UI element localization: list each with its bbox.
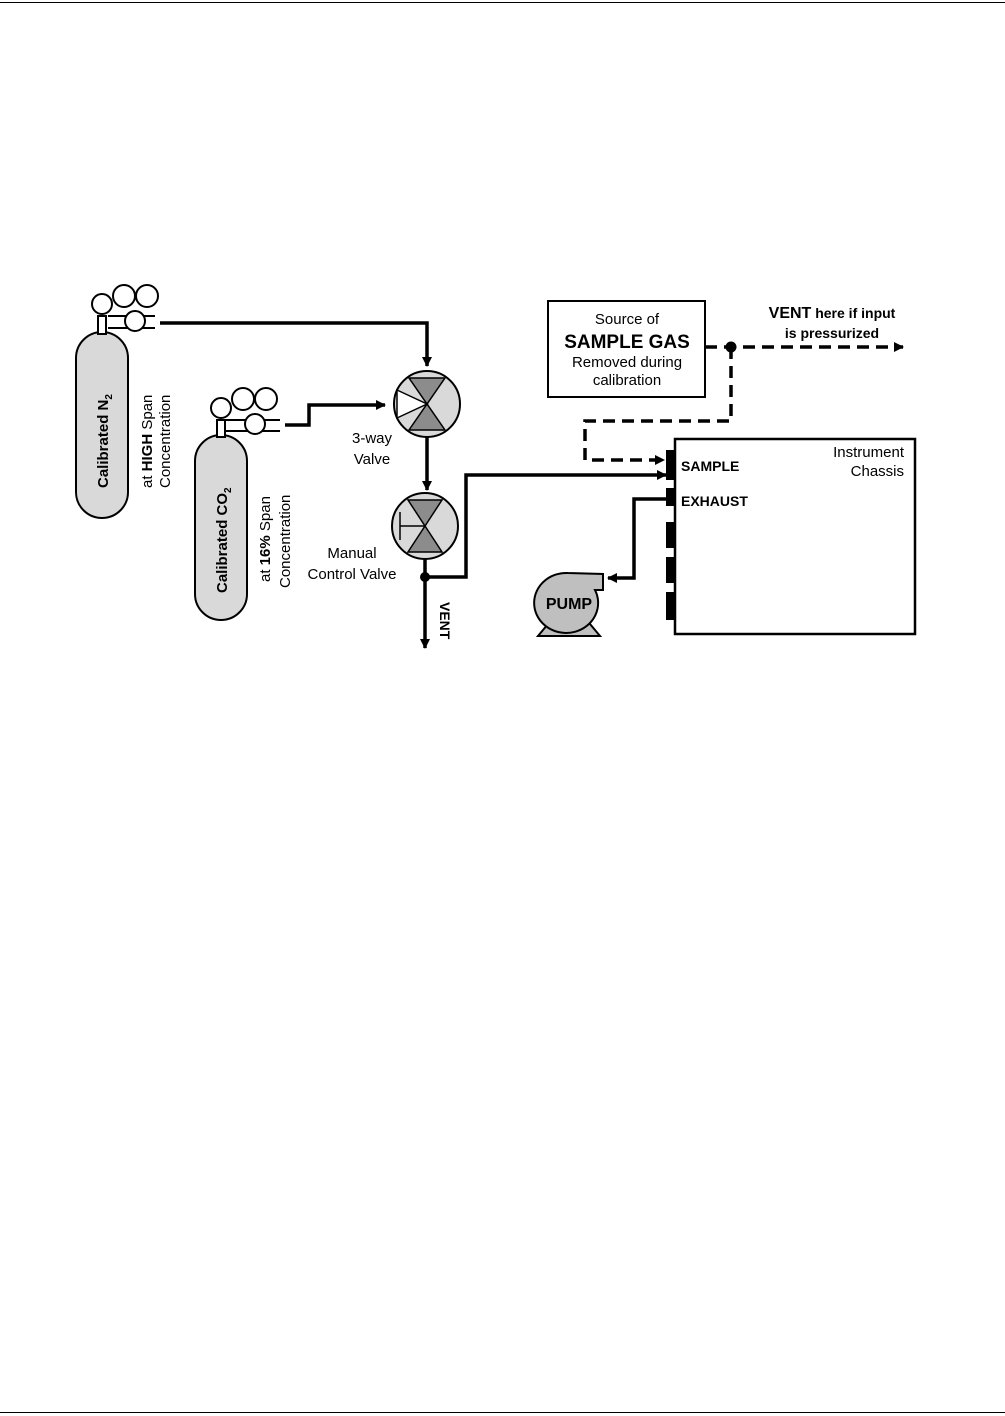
co2-cylinder-label: Calibrated CO2 bbox=[214, 487, 234, 593]
source-box-line2: SAMPLE GAS bbox=[564, 332, 690, 353]
n2-cylinder-label: Calibrated N2 bbox=[95, 394, 115, 488]
source-box-line3: Removed during bbox=[572, 354, 682, 371]
page-top-rule bbox=[0, 2, 1005, 3]
pump bbox=[533, 571, 604, 637]
n2-span-prefix: at bbox=[139, 471, 156, 488]
instrument-title-line2: Chassis bbox=[851, 463, 904, 480]
n2-subscript: 2 bbox=[104, 394, 115, 400]
co2-name: Calibrated CO bbox=[214, 493, 231, 593]
three-way-valve-label-line2: Valve bbox=[354, 451, 390, 468]
rear-panel-fittings bbox=[666, 450, 674, 620]
sample-gas-to-instrument-dashed-line bbox=[583, 347, 733, 465]
manual-valve-label-line1: Manual bbox=[327, 545, 376, 562]
three-way-valve-label-line1: 3-way bbox=[352, 430, 393, 447]
three-way-valve bbox=[393, 370, 461, 438]
co2-span-line2: Concentration bbox=[277, 495, 294, 588]
instrument-chassis bbox=[673, 437, 917, 636]
source-box-line4: calibration bbox=[593, 372, 661, 389]
co2-span-suffix: Span bbox=[257, 496, 274, 535]
co2-span-bold: 16% bbox=[257, 535, 274, 565]
manual-control-valve bbox=[391, 492, 459, 560]
co2-cylinder bbox=[194, 387, 280, 621]
exhaust-to-pump-line bbox=[607, 497, 666, 583]
co2-subscript: 2 bbox=[223, 487, 234, 493]
n2-span-line1: at HIGH Span bbox=[139, 395, 156, 488]
cal-gas-to-sample-line bbox=[425, 470, 667, 579]
n2-span-suffix: Span bbox=[139, 395, 156, 434]
page-bottom-rule bbox=[0, 1412, 1005, 1413]
co2-span-prefix: at bbox=[257, 565, 274, 582]
pump-label: PUMP bbox=[546, 596, 593, 613]
source-box-line1: Source of bbox=[595, 311, 660, 328]
co2-gas-line bbox=[285, 400, 386, 427]
n2-span-bold: HIGH bbox=[139, 434, 156, 472]
n2-span-line2: Concentration bbox=[157, 395, 174, 488]
n2-gas-line bbox=[160, 321, 432, 367]
vent-note-bold: VENT bbox=[769, 305, 812, 322]
n2-name: Calibrated N bbox=[95, 400, 112, 488]
vent-note-line1: VENT here if input bbox=[769, 305, 896, 322]
sample-gas-source-box bbox=[547, 300, 706, 398]
n2-cylinder bbox=[75, 284, 159, 519]
sample-port-label: SAMPLE bbox=[681, 458, 739, 474]
co2-span-line1: at 16% Span bbox=[257, 496, 274, 582]
vent-note-rest: here if input bbox=[811, 305, 895, 321]
manual-valve-label-line2: Control Valve bbox=[308, 566, 397, 583]
vent-label: VENT bbox=[437, 602, 453, 640]
instrument-title-line1: Instrument bbox=[833, 444, 905, 461]
vent-note-line2: is pressurized bbox=[785, 325, 879, 341]
exhaust-port-label: EXHAUST bbox=[681, 493, 748, 509]
